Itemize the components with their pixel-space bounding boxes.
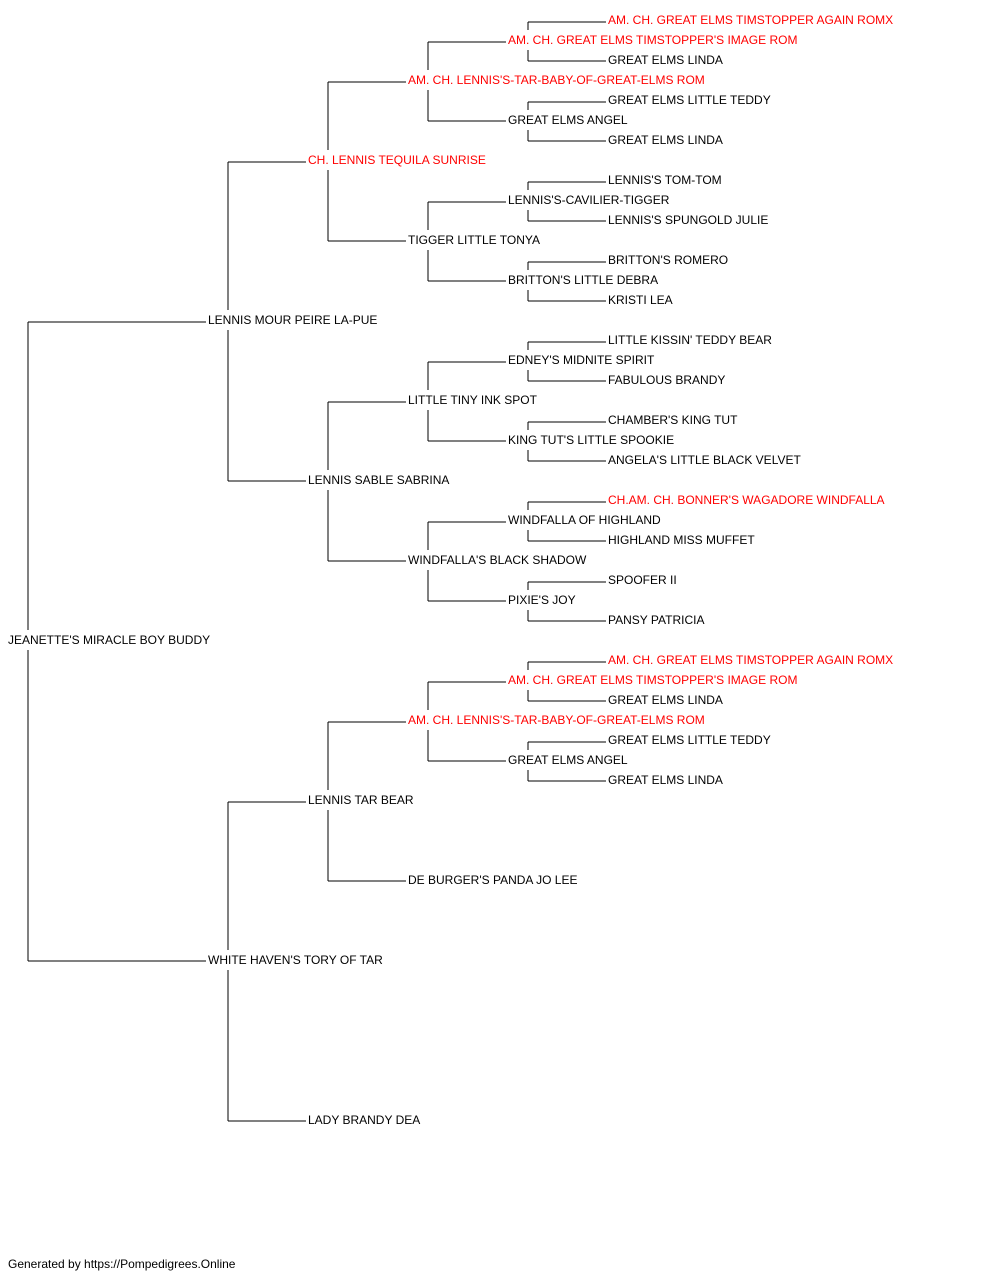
pedigree-name[interactable]: LENNIS MOUR PEIRE LA-PUE [208,313,377,327]
pedigree-name[interactable]: GREAT ELMS LITTLE TEDDY [608,733,771,747]
pedigree-name[interactable]: KRISTI LEA [608,293,673,307]
pedigree-name[interactable]: LENNIS'S TOM-TOM [608,173,722,187]
pedigree-name[interactable]: WINDFALLA OF HIGHLAND [508,513,661,527]
pedigree-name[interactable]: AM. CH. LENNIS'S-TAR-BABY-OF-GREAT-ELMS … [408,73,705,87]
pedigree-name[interactable]: TIGGER LITTLE TONYA [408,233,540,247]
pedigree-name[interactable]: ANGELA'S LITTLE BLACK VELVET [608,453,801,467]
pedigree-name[interactable]: SPOOFER II [608,573,677,587]
pedigree-name[interactable]: WINDFALLA'S BLACK SHADOW [408,553,587,567]
pedigree-name[interactable]: GREAT ELMS LINDA [608,693,723,707]
pedigree-name[interactable]: LENNIS SABLE SABRINA [308,473,449,487]
pedigree-name[interactable]: DE BURGER'S PANDA JO LEE [408,873,577,887]
pedigree-name[interactable]: GREAT ELMS LINDA [608,133,723,147]
pedigree-name[interactable]: GREAT ELMS LINDA [608,53,723,67]
pedigree-name[interactable]: BRITTON'S ROMERO [608,253,728,267]
pedigree-name[interactable]: AM. CH. GREAT ELMS TIMSTOPPER'S IMAGE RO… [508,33,797,47]
pedigree-name[interactable]: PANSY PATRICIA [608,613,704,627]
pedigree-name[interactable]: LITTLE TINY INK SPOT [408,393,538,407]
pedigree-name[interactable]: AM. CH. GREAT ELMS TIMSTOPPER AGAIN ROMX [608,13,893,27]
pedigree-name[interactable]: AM. CH. GREAT ELMS TIMSTOPPER AGAIN ROMX [608,653,893,667]
pedigree-name[interactable]: GREAT ELMS LINDA [608,773,723,787]
pedigree-name[interactable]: CHAMBER'S KING TUT [608,413,738,427]
pedigree-name[interactable]: PIXIE'S JOY [508,593,576,607]
pedigree-name[interactable]: KING TUT'S LITTLE SPOOKIE [508,433,674,447]
pedigree-name[interactable]: GREAT ELMS ANGEL [508,753,628,767]
pedigree-name[interactable]: LADY BRANDY DEA [308,1113,420,1127]
pedigree-name[interactable]: FABULOUS BRANDY [608,373,725,387]
pedigree-name[interactable]: WHITE HAVEN'S TORY OF TAR [208,953,383,967]
pedigree-name[interactable]: JEANETTE'S MIRACLE BOY BUDDY [8,633,210,647]
pedigree-name[interactable]: LENNIS'S-CAVILIER-TIGGER [508,193,670,207]
footer-credit: Generated by https://Pompedigrees.Online [8,1257,236,1271]
pedigree-name[interactable]: EDNEY'S MIDNITE SPIRIT [508,353,655,367]
pedigree-name[interactable]: LENNIS TAR BEAR [308,793,414,807]
pedigree-name[interactable]: AM. CH. LENNIS'S-TAR-BABY-OF-GREAT-ELMS … [408,713,705,727]
pedigree-name[interactable]: HIGHLAND MISS MUFFET [608,533,755,547]
pedigree-name[interactable]: CH. LENNIS TEQUILA SUNRISE [308,153,486,167]
pedigree-name[interactable]: LITTLE KISSIN' TEDDY BEAR [608,333,772,347]
pedigree-name[interactable]: GREAT ELMS ANGEL [508,113,628,127]
pedigree-name[interactable]: LENNIS'S SPUNGOLD JULIE [608,213,768,227]
pedigree-name[interactable]: CH.AM. CH. BONNER'S WAGADORE WINDFALLA [608,493,885,507]
pedigree-name[interactable]: GREAT ELMS LITTLE TEDDY [608,93,771,107]
pedigree-name[interactable]: BRITTON'S LITTLE DEBRA [508,273,658,287]
pedigree-name[interactable]: AM. CH. GREAT ELMS TIMSTOPPER'S IMAGE RO… [508,673,797,687]
